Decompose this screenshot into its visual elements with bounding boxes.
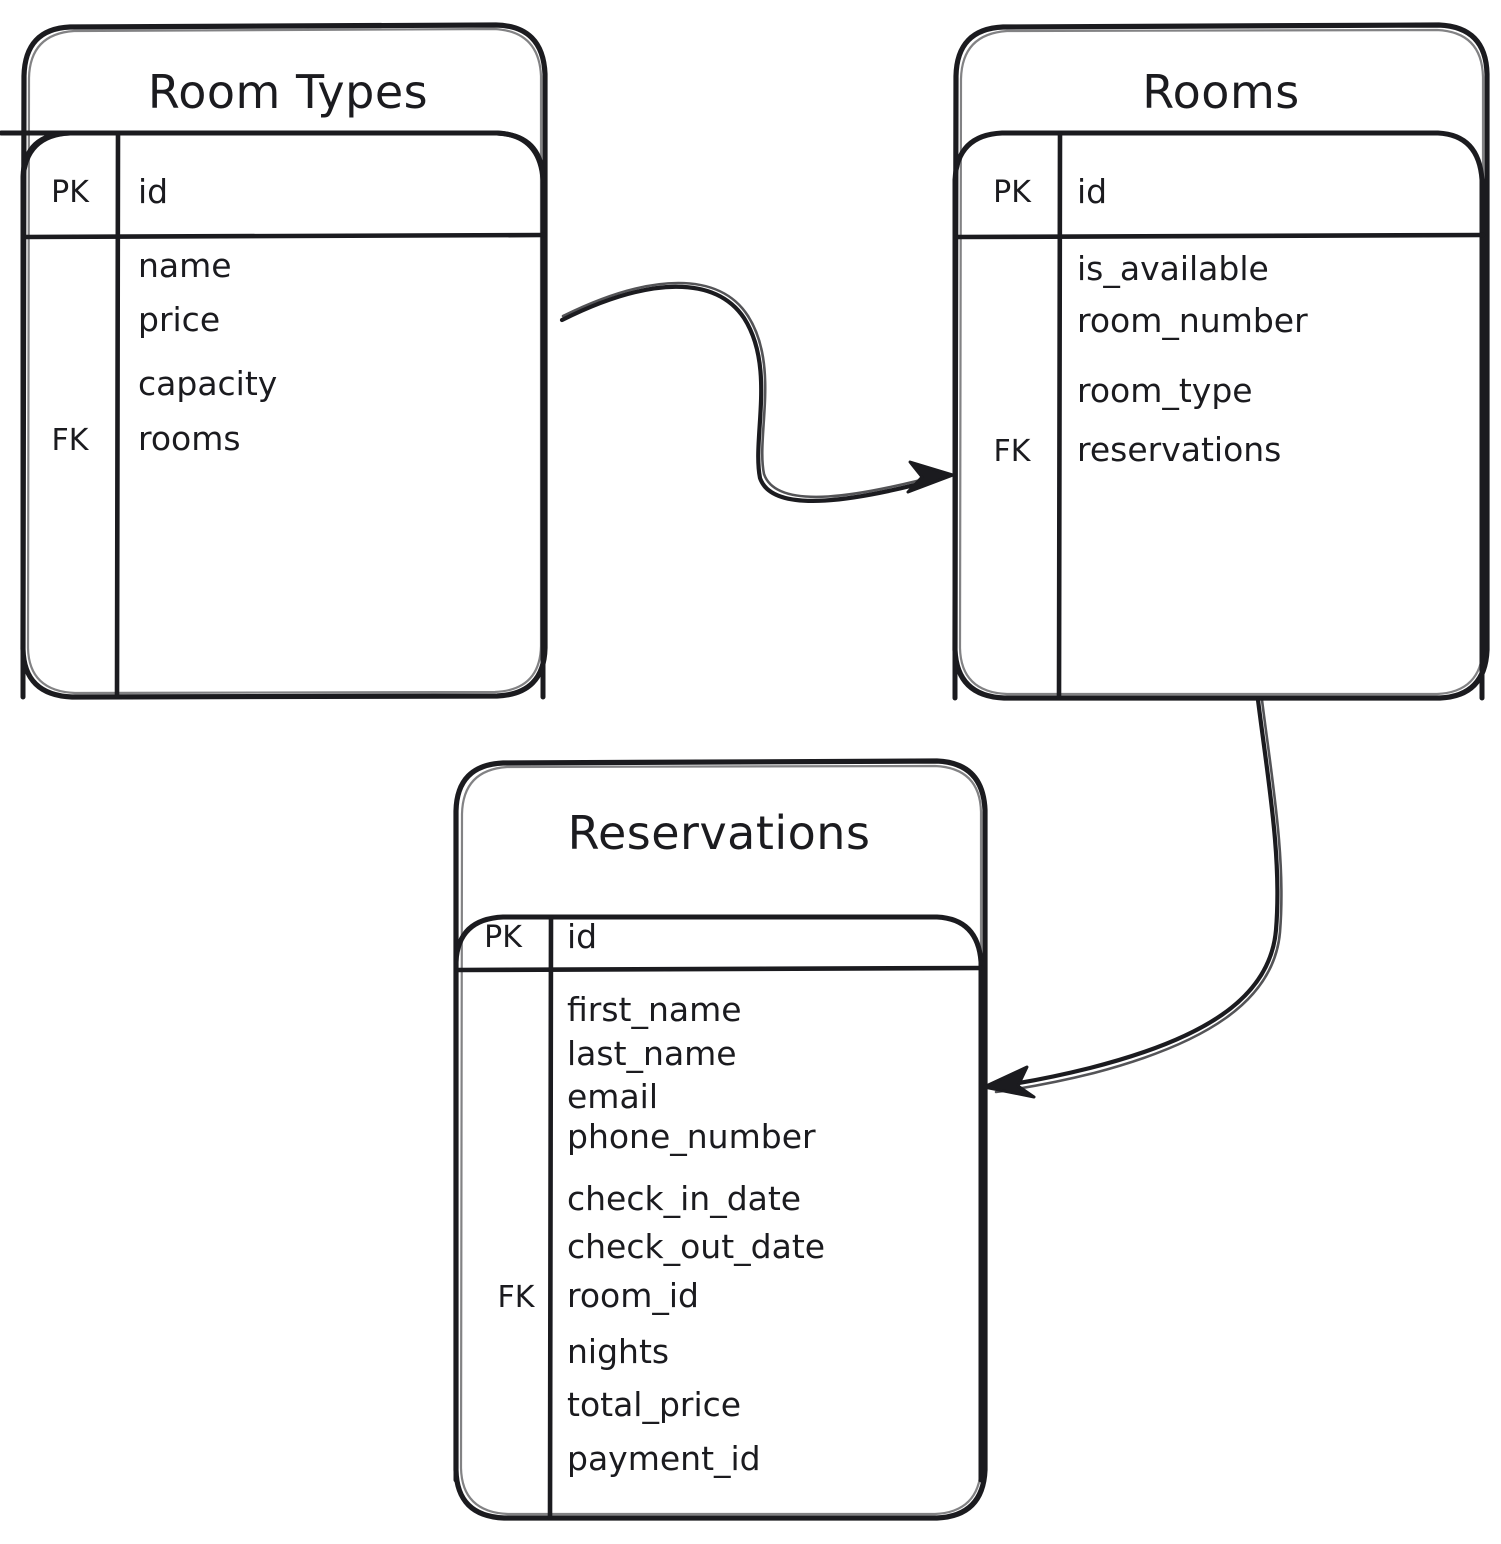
rooms-field-reservations: reservations: [1077, 430, 1281, 469]
rel-room-types-to-rooms-line-sketch: [561, 281, 946, 499]
rooms-field-room-type: room_type: [1077, 371, 1253, 410]
rooms-pk-field: id: [1077, 172, 1107, 211]
rel-rooms-to-reservations-line-sketch: [994, 698, 1283, 1094]
reservations-outer-box-sketch: [459, 764, 983, 1516]
room-types-inner-table-top: [20, 130, 546, 183]
rel-rooms-to-reservations-line: [990, 697, 1280, 1090]
reservations-title: Reservations: [568, 806, 871, 860]
reservations-field-check-out-date: check_out_date: [567, 1227, 825, 1266]
reservations-pk-separator: [454, 965, 985, 973]
room-types-field-rooms: rooms: [138, 419, 241, 458]
room-types-outer-box-sketch: [26, 27, 543, 695]
entity-reservations[interactable]: Reservations PK id first_name last_name …: [453, 758, 988, 1521]
relationship-room-types-to-rooms[interactable]: [559, 281, 955, 503]
room-types-field-capacity: capacity: [138, 364, 277, 403]
rooms-inner-table-top: [952, 130, 1485, 183]
rooms-pk-label: PK: [993, 175, 1032, 210]
relationship-rooms-to-reservations[interactable]: [982, 697, 1283, 1099]
reservations-field-phone-number: phone_number: [567, 1117, 816, 1156]
rooms-fk-label: FK: [994, 434, 1032, 469]
reservations-field-total-price: total_price: [567, 1385, 741, 1424]
room-types-outer-box: [20, 22, 548, 700]
rel-room-types-to-rooms-line: [559, 284, 945, 503]
reservations-field-last-name: last_name: [567, 1034, 737, 1073]
rooms-field-room-number: room_number: [1077, 301, 1308, 340]
entity-room-types[interactable]: Room Types PK id name price capacity roo…: [0, 22, 548, 700]
reservations-inner-table-top: [453, 914, 984, 965]
room-types-inner-table: [0, 130, 546, 700]
rel-rooms-to-reservations-arrowhead: [982, 1065, 1036, 1099]
rel-room-types-to-rooms-arrowhead: [906, 460, 955, 494]
rooms-column-divider: [1056, 130, 1063, 701]
rooms-field-is-available: is_available: [1077, 249, 1269, 288]
rooms-outer-box: [952, 22, 1490, 701]
reservations-pk-label: PK: [484, 920, 523, 955]
rooms-outer-box-sketch: [958, 28, 1485, 696]
reservations-column-divider: [547, 914, 554, 1521]
room-types-field-price: price: [138, 300, 220, 339]
rooms-inner-table-sides: [952, 177, 1485, 701]
room-types-pk-field: id: [138, 172, 168, 211]
room-types-field-name: name: [138, 246, 232, 285]
reservations-outer-box: [453, 758, 988, 1521]
room-types-column-divider: [114, 130, 121, 700]
entity-rooms[interactable]: Rooms PK id is_available room_number roo…: [952, 22, 1490, 701]
rooms-title: Rooms: [1142, 65, 1299, 119]
reservations-pk-field: id: [567, 917, 597, 956]
reservations-field-room-id: room_id: [567, 1276, 699, 1315]
room-types-fk-label: FK: [52, 423, 90, 458]
room-types-title: Room Types: [148, 65, 428, 119]
room-types-pk-separator: [20, 232, 547, 240]
reservations-field-first-name: first_name: [567, 990, 742, 1029]
reservations-field-nights: nights: [567, 1332, 669, 1371]
reservations-inner-table-sides: [453, 959, 984, 1483]
reservations-field-payment-id: payment_id: [567, 1439, 761, 1478]
reservations-field-email: email: [567, 1077, 658, 1116]
reservations-field-check-in-date: check_in_date: [567, 1179, 801, 1218]
rooms-pk-separator: [953, 232, 1486, 240]
reservations-fk-label: FK: [498, 1280, 536, 1315]
room-types-pk-label: PK: [51, 175, 90, 210]
